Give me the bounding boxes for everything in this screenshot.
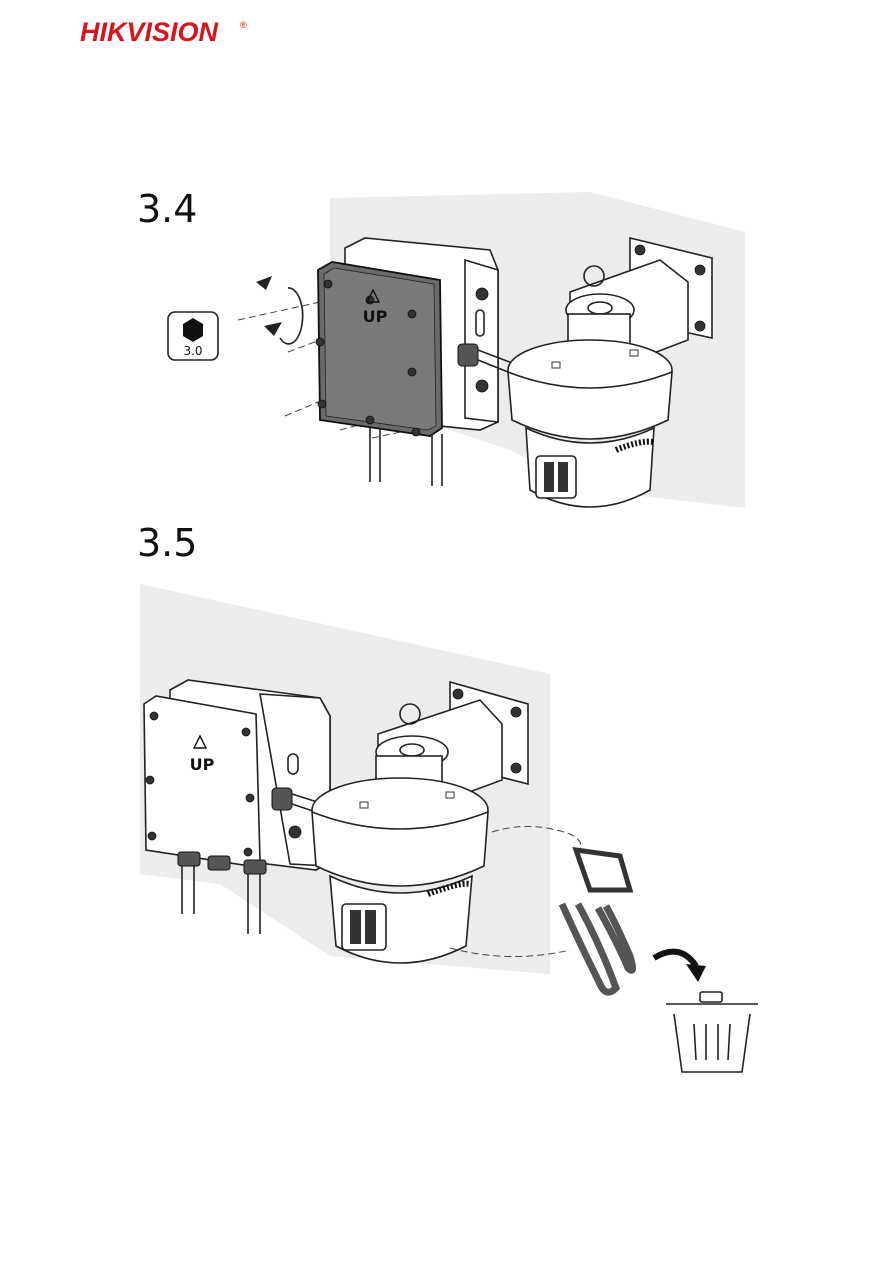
sealing-ring <box>576 850 630 890</box>
cable-tie <box>562 904 616 992</box>
cables <box>370 426 442 486</box>
cover-up-label: UP <box>190 755 215 774</box>
step-3-5-illustration: UP <box>130 584 760 1084</box>
curved-arrow-icon <box>654 952 706 982</box>
junction-box-closed: UP <box>144 680 330 870</box>
brand-name: HIKVISION <box>80 17 219 47</box>
brand-registered-mark: ® <box>240 20 247 30</box>
cover-up-label: UP <box>363 307 388 326</box>
hikvision-logo: HIKVISION ® <box>80 14 250 48</box>
step-3-4-illustration: 3.0 <box>160 190 760 520</box>
hex-key-icon: 3.0 <box>168 312 218 360</box>
speed-dome-camera <box>508 340 672 507</box>
rotate-arrow-icon <box>256 276 303 344</box>
hex-key-size: 3.0 <box>183 344 202 358</box>
speed-dome-camera <box>312 778 488 963</box>
junction-box-cover: UP <box>316 262 442 436</box>
step-number-3-5: 3.5 <box>137 524 197 562</box>
trash-bin-icon <box>666 992 758 1072</box>
